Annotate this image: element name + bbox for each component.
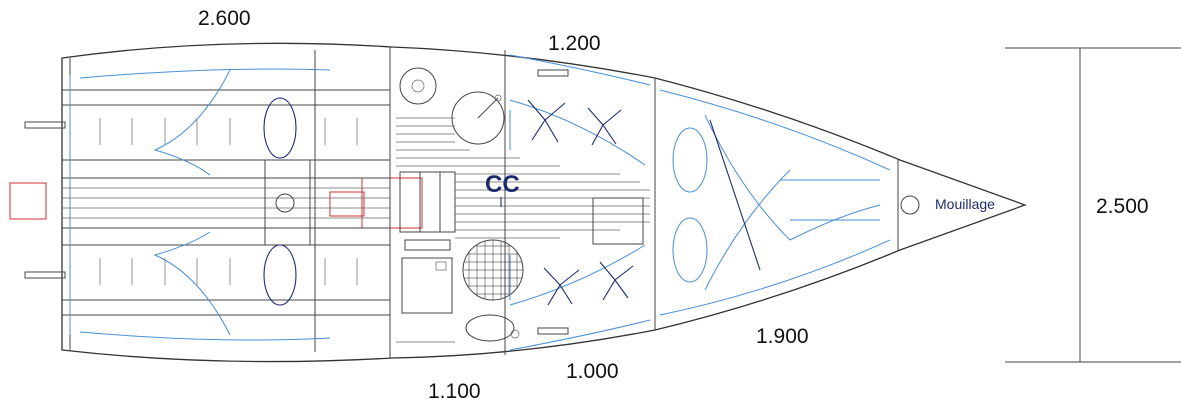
dim-bow-lower: 1.900	[756, 325, 809, 348]
cockpit-annotations	[69, 68, 331, 341]
dim-beam: 2.500	[1096, 195, 1149, 218]
cabin-area	[396, 50, 650, 355]
anchor-hatch-icon	[900, 195, 920, 215]
bow-label: Mouillage	[935, 196, 995, 212]
outboard-marker-left	[9, 182, 47, 220]
stove-icon	[401, 257, 453, 314]
toilet-icon	[399, 67, 437, 105]
mount-marker-center	[329, 191, 365, 217]
beam-dimension-frame	[1005, 47, 1181, 363]
dim-stern-length: 2.600	[198, 7, 251, 30]
dim-bottom: 1.100	[428, 380, 481, 403]
stern-rails	[24, 121, 66, 279]
cabin-label: CC	[485, 171, 520, 198]
mount-marker-right	[361, 177, 423, 229]
cockpit-area	[62, 50, 390, 352]
hull-outline	[61, 42, 1027, 363]
forward-cabin-annotations	[509, 54, 920, 351]
dim-mid-top: 1.200	[548, 32, 601, 55]
washbasin-icon	[465, 314, 515, 342]
dim-mid-lower: 1.000	[566, 360, 619, 383]
